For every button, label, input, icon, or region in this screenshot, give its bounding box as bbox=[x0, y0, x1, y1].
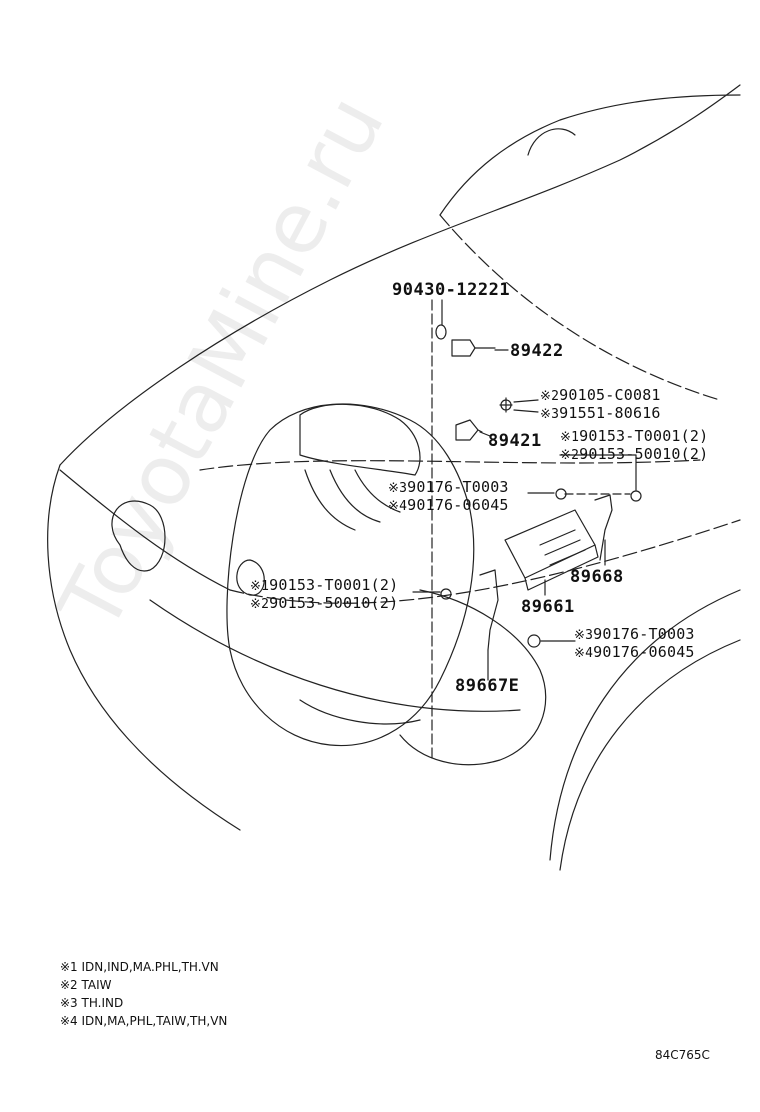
label-90105-c0081[interactable]: ※290105-C0081 bbox=[540, 386, 661, 406]
legend-note-2: ※2 TAIW bbox=[60, 978, 112, 992]
note-mark: ※3 bbox=[540, 407, 560, 422]
label-89667e[interactable]: 89667E bbox=[455, 676, 520, 696]
legend-note-3: ※3 TH.IND bbox=[60, 996, 124, 1010]
body-side bbox=[229, 519, 741, 604]
part-number: 90176-06045 bbox=[593, 643, 695, 661]
bumper-line bbox=[59, 469, 231, 591]
sensor-89422-assembly bbox=[435, 324, 496, 357]
bolt-right bbox=[630, 490, 642, 502]
note-mark: ※2 bbox=[250, 597, 270, 612]
cowl-line bbox=[199, 459, 701, 471]
part-number: 90153-50010(2) bbox=[269, 594, 399, 612]
part-number: 90176-T0003 bbox=[407, 478, 509, 496]
part-number: 90153-T0001(2) bbox=[579, 427, 709, 445]
part-number: 90176-06045 bbox=[407, 496, 509, 514]
label-90153-50010-right[interactable]: ※290153-50010(2) bbox=[560, 445, 708, 465]
wheel-arch-inner bbox=[559, 639, 741, 871]
windshield-line bbox=[439, 214, 721, 401]
note-mark: ※1 bbox=[560, 430, 580, 445]
transmission bbox=[399, 589, 547, 766]
engine-pulley bbox=[236, 559, 265, 596]
leader-p4 bbox=[513, 409, 539, 413]
ecu-89661 bbox=[504, 509, 599, 591]
note-mark: ※2 bbox=[560, 448, 580, 463]
label-90153-50010-left[interactable]: ※290153-50010(2) bbox=[250, 594, 398, 614]
windshield-top bbox=[439, 94, 741, 216]
label-89421[interactable]: 89421 bbox=[488, 431, 542, 451]
label-89422[interactable]: 89422 bbox=[510, 341, 564, 361]
part-number: 90153-T0001(2) bbox=[269, 576, 399, 594]
bumper-lower bbox=[149, 599, 521, 712]
oil-pan bbox=[299, 699, 421, 725]
part-number: 90105-C0081 bbox=[559, 386, 661, 404]
label-91551-80616[interactable]: ※391551-80616 bbox=[540, 404, 661, 424]
note-mark: ※4 bbox=[388, 499, 408, 514]
label-90176-t0003-lower[interactable]: ※390176-T0003 bbox=[574, 625, 695, 645]
diagram-code: 84C765C bbox=[655, 1048, 710, 1062]
engine-head bbox=[299, 403, 421, 476]
bolt-lower-left bbox=[440, 588, 452, 600]
leader-p5 bbox=[479, 431, 491, 437]
note-mark: ※3 bbox=[574, 628, 594, 643]
part-number: 90153-50010(2) bbox=[579, 445, 709, 463]
intake-runners bbox=[304, 469, 401, 531]
leader-p6 bbox=[559, 454, 637, 491]
headlamp-outer bbox=[111, 500, 166, 572]
label-90153-t0001-left[interactable]: ※190153-T0001(2) bbox=[250, 576, 398, 596]
label-90430-12221[interactable]: 90430-12221 bbox=[392, 280, 511, 300]
label-90176-t0003-upper[interactable]: ※390176-T0003 bbox=[388, 478, 509, 498]
legend-note-1: ※1 IDN,IND,MA.PHL,TH.VN bbox=[60, 960, 219, 974]
label-90176-06045-lower[interactable]: ※490176-06045 bbox=[574, 643, 695, 663]
part-number: 90176-T0003 bbox=[593, 625, 695, 643]
screw-90105 bbox=[499, 397, 513, 413]
note-mark: ※3 bbox=[388, 481, 408, 496]
bracket-89668 bbox=[594, 494, 613, 561]
bracket-89667e bbox=[479, 569, 499, 651]
label-90176-06045-upper[interactable]: ※490176-06045 bbox=[388, 496, 509, 516]
hood-outline bbox=[59, 84, 741, 466]
label-89661[interactable]: 89661 bbox=[521, 597, 575, 617]
legend-note-4: ※4 IDN,MA,PHL,TAIW,TH,VN bbox=[60, 1014, 228, 1028]
note-mark: ※2 bbox=[540, 389, 560, 404]
engine-outline bbox=[226, 403, 475, 747]
leader-p3 bbox=[513, 399, 539, 403]
part-number: 91551-80616 bbox=[559, 404, 661, 422]
note-mark: ※1 bbox=[250, 579, 270, 594]
fender-arch bbox=[549, 589, 741, 861]
wiper-bump bbox=[527, 128, 576, 156]
fender-front bbox=[47, 464, 241, 831]
label-90153-t0001-right[interactable]: ※190153-T0001(2) bbox=[560, 427, 708, 447]
label-89668[interactable]: 89668 bbox=[570, 567, 624, 587]
nut-lower bbox=[527, 634, 541, 648]
sensor-89421-assembly bbox=[455, 419, 483, 441]
note-mark: ※4 bbox=[574, 646, 594, 661]
